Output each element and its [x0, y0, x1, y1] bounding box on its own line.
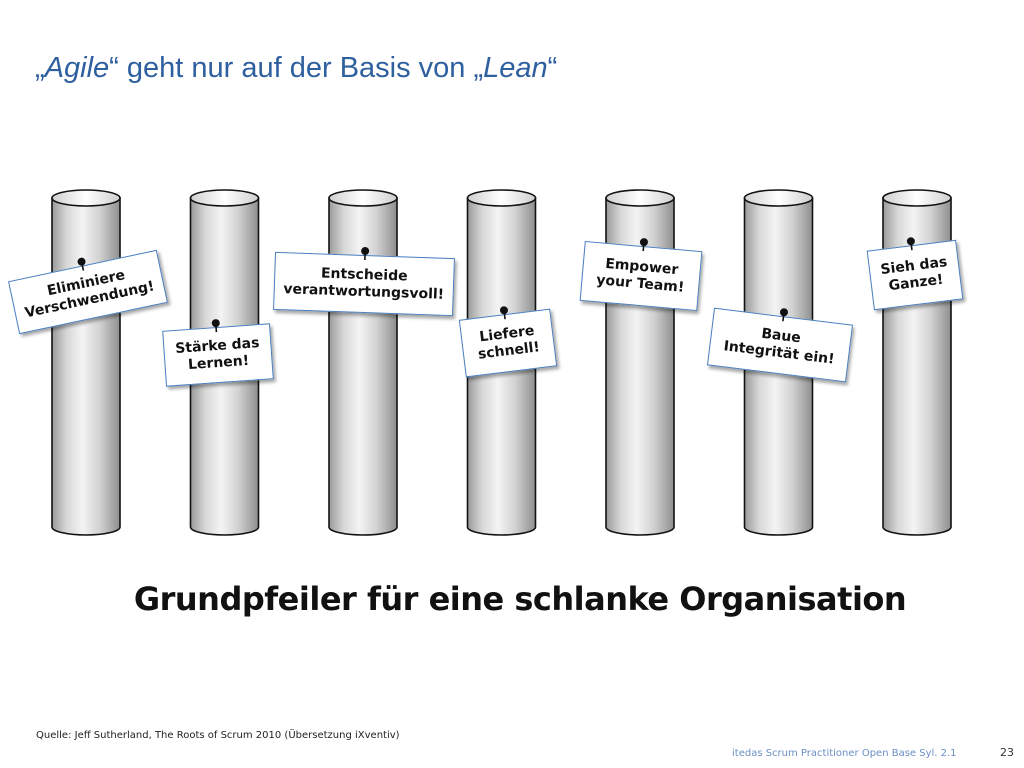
pillar-cap — [328, 189, 398, 207]
pillar-cap — [882, 189, 952, 207]
pillar-cap — [51, 189, 121, 207]
pillar — [328, 189, 398, 536]
main-caption: Grundpfeiler für eine schlanke Organisat… — [133, 580, 907, 618]
pillar-body — [51, 197, 121, 536]
pillar — [51, 189, 121, 536]
pillar-cap — [466, 189, 537, 207]
pin-icon — [361, 247, 370, 261]
pin-icon — [77, 257, 86, 271]
title-lean: Lean — [483, 52, 548, 84]
pin-icon — [211, 319, 220, 333]
footer-text: itedas Scrum Practitioner Open Base Syl.… — [732, 748, 957, 759]
page-number: 23 — [1000, 746, 1014, 759]
pin-icon — [639, 238, 648, 252]
title-agile: Agile — [44, 52, 110, 84]
pin-icon — [499, 306, 508, 320]
pin-icon — [780, 308, 789, 322]
pillar-cap — [605, 189, 675, 207]
pillar-cap — [743, 189, 814, 207]
slide-title: „Agile“ geht nur auf der Basis von „Lean… — [35, 52, 558, 84]
pin-icon — [906, 237, 915, 251]
pillar-cap — [189, 189, 260, 207]
source-note: Quelle: Jeff Sutherland, The Roots of Sc… — [36, 730, 400, 741]
